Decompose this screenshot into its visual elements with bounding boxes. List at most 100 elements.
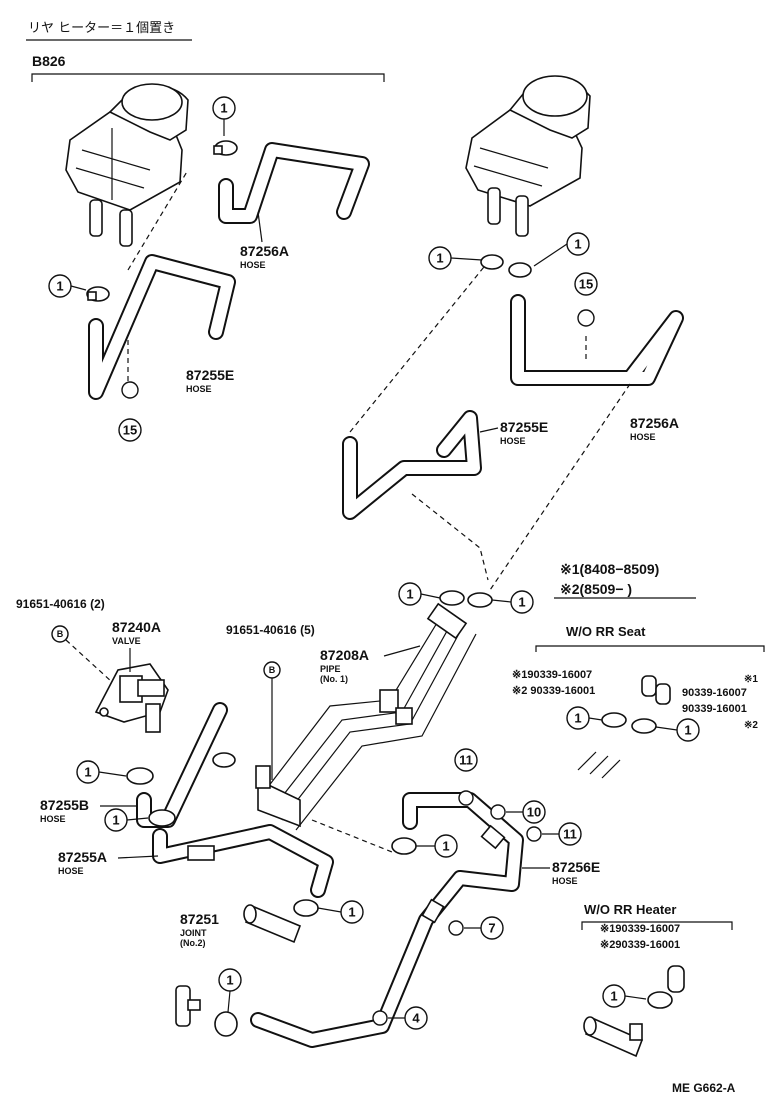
wo-rr-heater-plug — [667, 965, 685, 993]
wo-rr-seat-title: W/O RR Seat — [566, 624, 646, 639]
wo-rr-seat-clamps — [601, 712, 657, 734]
grommet-11-b — [526, 826, 542, 842]
dash-line-tr-3 — [489, 383, 631, 591]
ref-circle-1-h: 1 — [104, 808, 149, 832]
clamp-87255B — [126, 767, 154, 785]
legend-line-1: ※1(8408−8509) — [560, 561, 659, 577]
clamp-pipe-top-2 — [467, 592, 493, 608]
bolt-marker-center: B — [263, 661, 281, 679]
clamp-top-left-2 — [86, 286, 110, 302]
dash-line-tr-1 — [349, 261, 489, 433]
label-87255A: 87255A — [58, 849, 107, 865]
joint-87251 — [243, 904, 302, 944]
grommet-4 — [372, 1010, 388, 1026]
clamp-87256E — [391, 837, 417, 855]
ref-circle-1-c: 1 — [428, 246, 483, 270]
svg-text:10: 10 — [527, 805, 541, 820]
dash-87256E — [311, 819, 393, 853]
sublabel-87256E: HOSE — [552, 876, 578, 886]
dash-bolt-left — [65, 639, 113, 683]
model-bracket — [31, 73, 385, 82]
wo-rr-seat-bracket — [535, 645, 765, 652]
svg-text:1: 1 — [442, 839, 449, 854]
sublabel-87256A-right: HOSE — [630, 432, 656, 442]
ref-circle-11-b: 11 — [542, 822, 582, 846]
label-87251: 87251 — [180, 911, 219, 927]
hose-87255E-left — [88, 254, 236, 400]
sublabel-87255E-left: HOSE — [186, 384, 212, 394]
grommet-15-left — [121, 381, 139, 399]
grommet-10 — [490, 804, 506, 820]
label-87208A: 87208A — [320, 647, 369, 663]
svg-text:1: 1 — [220, 101, 227, 116]
clamp-bottom-left — [214, 1011, 238, 1037]
clamp-top-left-1 — [213, 140, 238, 156]
bolt-marker-left: B — [51, 625, 69, 643]
svg-text:7: 7 — [488, 921, 495, 936]
wo-rr-heater-bracket — [581, 921, 733, 930]
svg-text:1: 1 — [406, 587, 413, 602]
svg-text:1: 1 — [574, 237, 581, 252]
heater-unit-left — [65, 83, 189, 247]
header-model-code: B826 — [32, 53, 66, 69]
svg-text:1: 1 — [574, 711, 581, 726]
hose-87256A-top — [218, 142, 370, 224]
svg-text:1: 1 — [226, 973, 233, 988]
ref-circle-7: 7 — [464, 916, 504, 940]
wo-rr-heater-joint — [583, 1016, 644, 1058]
svg-text:B: B — [269, 665, 276, 675]
hose-87256E-sleeve-2 — [421, 898, 445, 924]
ref-circle-1-f: 1 — [491, 590, 534, 614]
hose-87255E-right — [342, 410, 482, 520]
ref-circle-1-a: 1 — [212, 96, 236, 136]
wo-rr-seat-left-2: ※2 90339-16001 — [512, 685, 595, 697]
legend-line-2: ※2(8509− ) — [560, 581, 632, 597]
hose-87256E-sleeve-1 — [480, 824, 506, 850]
note-87208A: (No. 1) — [320, 674, 348, 684]
ref-circle-1-g: 1 — [76, 760, 127, 784]
sublabel-87256A-top: HOSE — [240, 260, 266, 270]
note-87251: (No.2) — [180, 938, 206, 948]
ref-circle-15-a: 15 — [118, 418, 142, 442]
pipe-87208A — [255, 602, 477, 831]
label-87255B: 87255B — [40, 797, 89, 813]
label-87255E-left: 87255E — [186, 367, 234, 383]
svg-text:11: 11 — [459, 753, 473, 768]
sublabel-87255B: HOSE — [40, 814, 66, 824]
wo-rr-heater-clamp — [647, 991, 673, 1009]
ref-circle-1-k: 1 — [416, 834, 458, 858]
bolt-left-label: 91651-40616 (2) — [16, 597, 105, 611]
clamp-top-right-2 — [508, 262, 532, 278]
svg-text:1: 1 — [436, 251, 443, 266]
footer-code: ME G662-A — [672, 1081, 736, 1095]
svg-text:15: 15 — [579, 277, 593, 292]
svg-text:1: 1 — [518, 595, 525, 610]
svg-text:B: B — [57, 629, 64, 639]
grommet-11-a — [458, 790, 474, 806]
wo-rr-seat-right-2: 90339-16001 — [682, 703, 747, 715]
label-87256E: 87256E — [552, 859, 600, 875]
ref-circle-1-b: 1 — [48, 274, 87, 298]
wo-rr-seat-left-1: ※190339-16007 — [512, 669, 592, 681]
wo-rr-seat-right-1: 90339-16007 — [682, 687, 747, 699]
ref-circle-10: 10 — [506, 800, 546, 824]
leader-87255A — [117, 855, 159, 859]
label-87255E-right: 87255E — [500, 419, 548, 435]
ref-circle-1-l: 1 — [566, 706, 603, 730]
ref-circle-1-n: 1 — [602, 984, 647, 1008]
label-87256A-right: 87256A — [630, 415, 679, 431]
valve-87240A — [94, 663, 169, 733]
wo-rr-seat-right-mark-2: ※2 — [744, 720, 758, 731]
svg-text:1: 1 — [684, 723, 691, 738]
ref-circle-11-a: 11 — [454, 748, 478, 772]
sublabel-87240A: VALVE — [112, 636, 141, 646]
clamp-87255A-1 — [148, 809, 176, 827]
dash-line-tl-1 — [127, 169, 189, 271]
clamp-pipe-end — [212, 752, 236, 768]
hose-87255A-sleeve — [187, 845, 215, 861]
dash-line-tr-2 — [411, 493, 489, 581]
ref-circle-15-b: 15 — [574, 272, 598, 296]
ref-circle-1-j: 1 — [218, 968, 242, 1013]
bolt-center-label: 91651-40616 (5) — [226, 623, 315, 637]
